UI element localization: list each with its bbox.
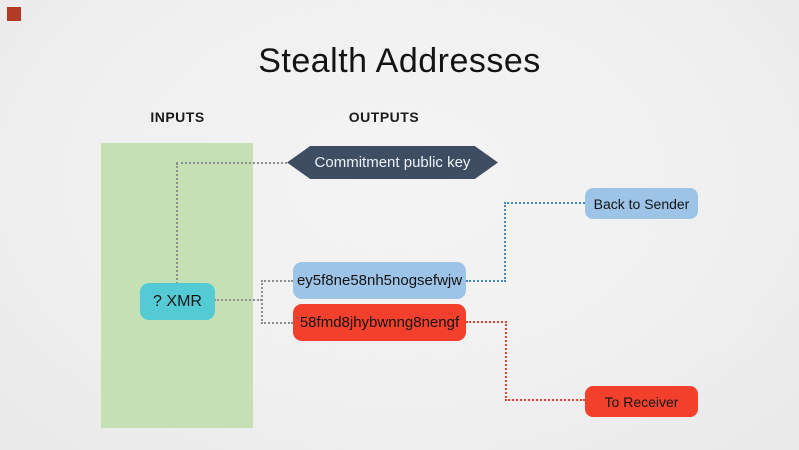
connector-xmr-output2-branch — [261, 322, 293, 324]
node-xmr-input-label: ? XMR — [153, 292, 202, 310]
connector-xmr-outputs-vertical — [261, 280, 263, 324]
inputs-column-label: INPUTS — [150, 109, 205, 125]
slide-title: Stealth Addresses — [258, 42, 541, 80]
node-output-address-1-label: ey5f8ne58nh5nogsefwjw — [296, 272, 463, 289]
node-xmr-input: ? XMR — [140, 283, 215, 320]
connector-address1-stem — [466, 280, 506, 282]
connector-xmr-outputs-stem — [214, 299, 262, 301]
connector-address2-stem — [466, 321, 507, 323]
connector-xmr-output1-branch — [261, 280, 293, 282]
connector-address2-vertical — [505, 321, 507, 401]
node-back-to-sender-label: Back to Sender — [593, 195, 690, 212]
node-output-address-1: ey5f8ne58nh5nogsefwjw — [293, 262, 466, 299]
outputs-column-label: OUTPUTS — [348, 109, 420, 125]
connector-xmr-commitment-vertical — [176, 163, 178, 284]
connector-address1-to-sender — [504, 202, 585, 204]
node-to-receiver: To Receiver — [585, 386, 698, 417]
node-output-address-2: 58fmd8jhybwnng8nengf — [293, 304, 466, 341]
corner-marker-square — [7, 7, 21, 21]
node-commitment-public-key: Commitment public key — [287, 146, 498, 179]
node-commitment-public-key-label: Commitment public key — [314, 154, 471, 171]
connector-address1-vertical — [504, 202, 506, 282]
connector-address2-to-receiver — [505, 399, 585, 401]
node-to-receiver-label: To Receiver — [604, 393, 679, 410]
connector-xmr-commitment-horizontal — [176, 162, 287, 164]
node-output-address-2-label: 58fmd8jhybwnng8nengf — [299, 314, 460, 331]
node-back-to-sender: Back to Sender — [585, 188, 698, 219]
